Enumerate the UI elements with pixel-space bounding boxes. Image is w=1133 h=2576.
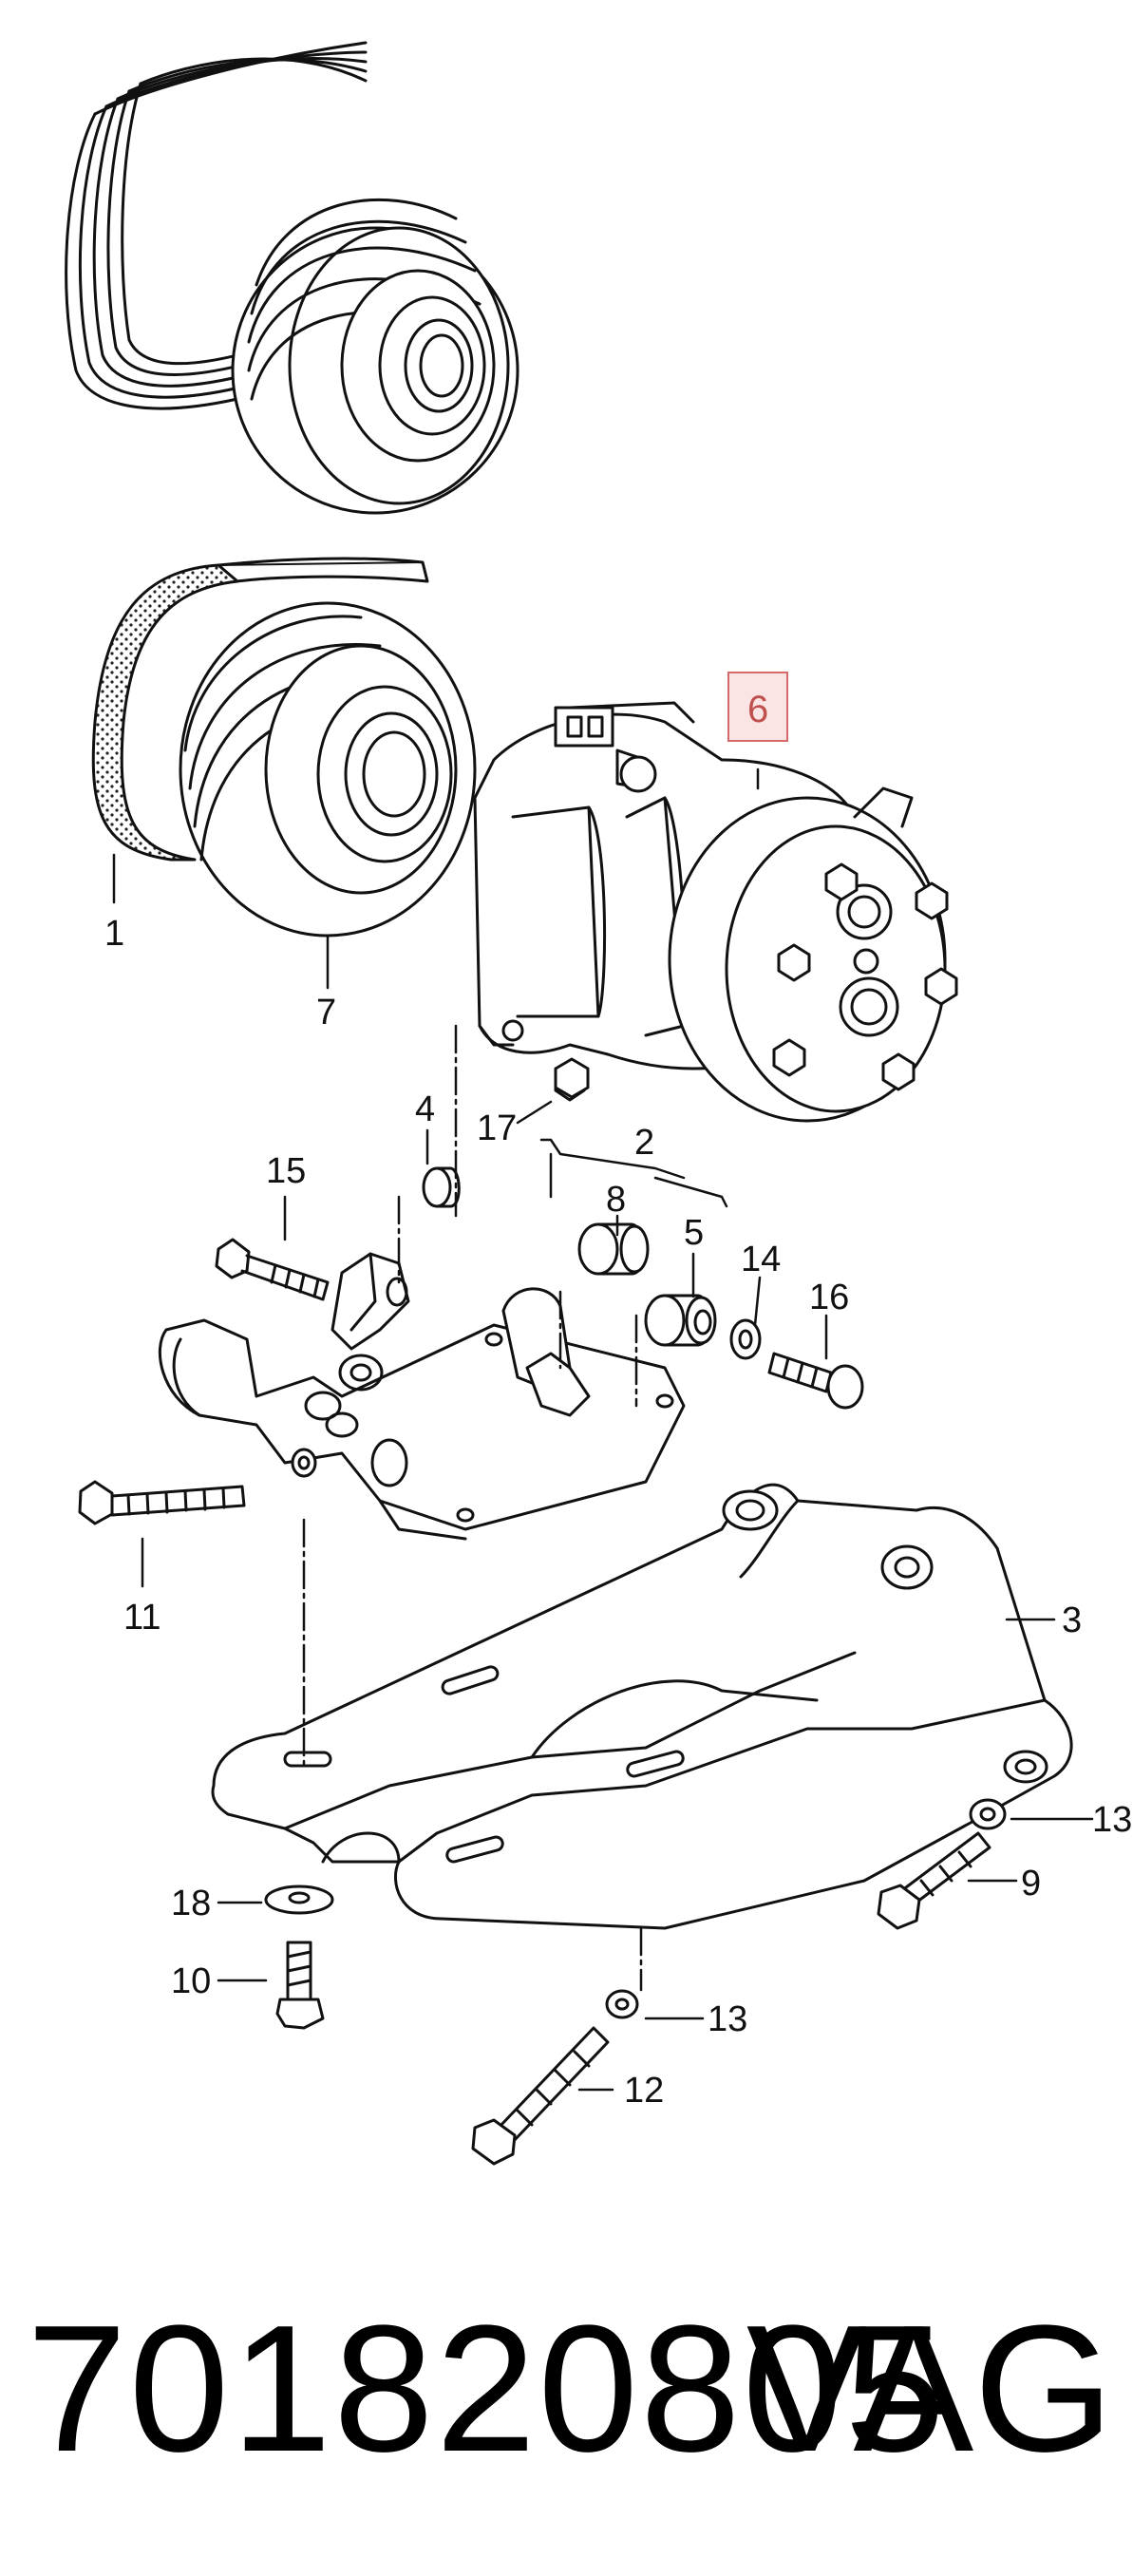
bolt-11 (78, 1480, 246, 1525)
highlight-box (727, 672, 788, 742)
callout-1: 1 (104, 914, 124, 954)
bolt-12 (471, 2026, 610, 2166)
callout-9: 9 (1021, 1864, 1041, 1904)
callout-10: 10 (171, 1961, 211, 2001)
callout-16: 16 (809, 1278, 849, 1317)
washer-13-right (969, 1798, 1007, 1830)
part-number: 701820805 (27, 2288, 948, 2490)
ac-compressor (473, 701, 958, 1123)
main-bracket (211, 1483, 1073, 1930)
callout-4: 4 (415, 1089, 435, 1129)
bushing-4 (422, 1166, 461, 1208)
callout-17: 17 (477, 1108, 517, 1148)
upper-bracket (158, 1252, 686, 1541)
callout-13-right: 13 (1092, 1800, 1132, 1840)
callout-5: 5 (684, 1213, 704, 1253)
nut-17 (554, 1057, 590, 1099)
callout-3: 3 (1062, 1601, 1082, 1640)
washer-14 (729, 1318, 762, 1360)
washer-18 (264, 1885, 334, 1915)
callout-13-lower: 13 (708, 1999, 747, 2039)
leader-lines (112, 767, 1094, 2092)
top-pulley (231, 199, 519, 515)
bushing-5 (644, 1294, 717, 1347)
callout-11: 11 (123, 1598, 161, 1638)
callout-8: 8 (606, 1180, 626, 1220)
callout-6: 6 (747, 689, 768, 730)
callout-labels: 1 7 6 4 17 2 15 8 5 14 16 11 3 13 9 18 1… (104, 689, 1132, 2111)
callout-14: 14 (741, 1240, 781, 1279)
brand-label: VAG (746, 2288, 1114, 2490)
bushing-8 (577, 1222, 650, 1276)
callout-15: 15 (266, 1151, 306, 1191)
bolt-15 (215, 1238, 330, 1301)
callout-2: 2 (634, 1123, 654, 1163)
alignment-lines (302, 1024, 643, 1992)
callout-12: 12 (624, 2071, 664, 2111)
washer-13-lower (605, 1989, 639, 2019)
clutch-pulley (179, 601, 477, 938)
callout-7: 7 (316, 993, 336, 1032)
bolt-9 (877, 1831, 991, 1930)
callout-18: 18 (171, 1884, 211, 1923)
drive-belt (91, 557, 429, 862)
bolt-16 (767, 1352, 864, 1410)
bolt-10 (275, 1941, 325, 2030)
